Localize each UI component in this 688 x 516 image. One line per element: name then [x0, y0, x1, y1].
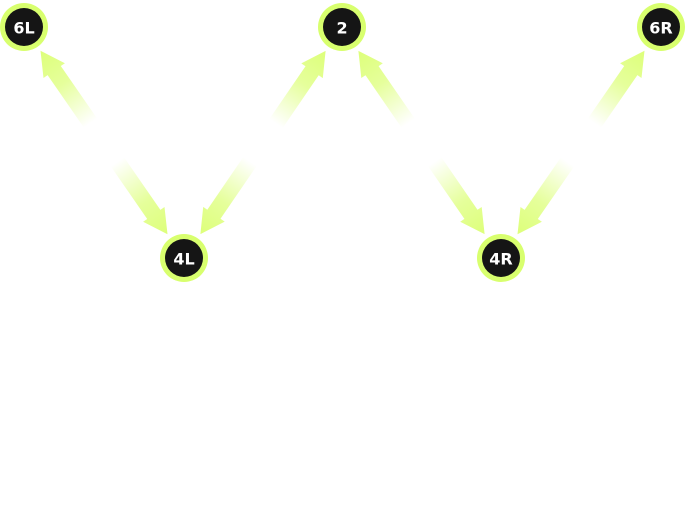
node-2[interactable]: 2 — [318, 3, 366, 51]
node-6R-label: 6R — [649, 19, 672, 38]
node-4L-disc — [165, 239, 203, 277]
node-2-label: 2 — [336, 19, 347, 38]
arrow-6R-to-4R — [517, 157, 575, 235]
node-6L[interactable]: 6L — [0, 3, 48, 51]
node-4L-label: 4L — [173, 250, 194, 269]
arrow-4R-to-6R — [587, 50, 645, 128]
arrow-layer — [40, 50, 645, 235]
node-4L[interactable]: 4L — [160, 234, 208, 282]
node-6R[interactable]: 6R — [637, 3, 685, 51]
arrow-4L-to-2 — [269, 50, 326, 129]
node-4R[interactable]: 4R — [477, 234, 525, 282]
arrow-6L-to-4L — [110, 157, 168, 235]
node-4R-disc — [482, 239, 520, 277]
node-4R-label: 4R — [489, 250, 512, 269]
arrow-2-to-4L — [200, 156, 257, 235]
node-6L-label: 6L — [13, 19, 34, 38]
node-6R-disc — [642, 8, 680, 46]
arrow-4R-to-2 — [358, 50, 415, 128]
node-6L-disc — [5, 8, 43, 46]
node-2-disc — [323, 8, 361, 46]
arrow-4L-to-6L — [40, 50, 98, 128]
arrow-2-to-4R — [428, 157, 485, 235]
